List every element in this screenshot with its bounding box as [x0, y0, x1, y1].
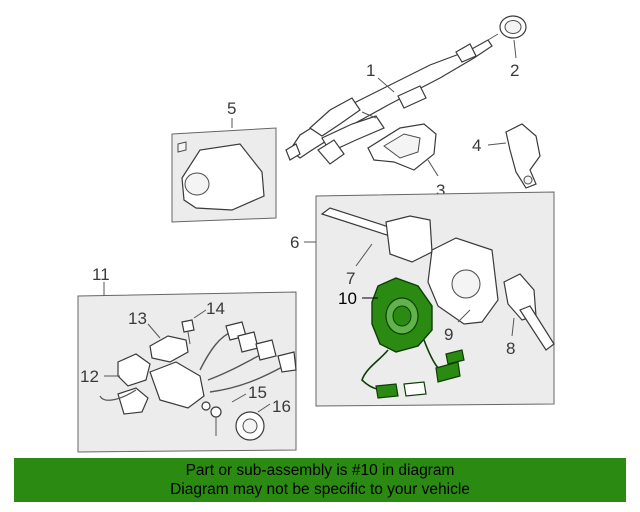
leader-7 — [355, 243, 373, 267]
banner-line-1: Part or sub-assembly is #10 in diagram — [185, 462, 455, 479]
leader-9 — [457, 309, 471, 323]
leader-1 — [377, 77, 395, 93]
callout-4: 4 — [472, 136, 481, 155]
leader-2 — [513, 39, 517, 59]
callout-12: 12 — [80, 367, 99, 386]
banner-line-2: Diagram may not be specific to your vehi… — [170, 481, 470, 498]
callout-16: 16 — [272, 397, 291, 416]
callout-8: 8 — [506, 339, 515, 358]
clock-spring-part-highlighted[interactable] — [361, 277, 465, 399]
key-part-15[interactable] — [201, 401, 222, 436]
column-cover-box[interactable] — [171, 127, 277, 223]
leader-13 — [147, 323, 161, 339]
leader-4 — [487, 142, 507, 146]
wiper-switch-part[interactable] — [320, 207, 433, 263]
callout-5: 5 — [227, 99, 236, 118]
part-info-banner: Part or sub-assembly is #10 in diagram D… — [14, 458, 626, 502]
leader-3 — [427, 159, 439, 177]
leader-8 — [511, 317, 515, 337]
callout-9: 9 — [444, 325, 453, 344]
callout-15: 15 — [248, 383, 267, 402]
leader-15 — [231, 393, 247, 403]
switch-body-part[interactable] — [427, 237, 499, 325]
switch-assembly-part-4[interactable] — [505, 123, 541, 189]
bolt-part-14[interactable] — [181, 319, 195, 345]
callout-6: 6 — [290, 233, 299, 252]
callout-7: 7 — [346, 269, 355, 288]
callout-14: 14 — [206, 299, 225, 318]
bracket-part-13[interactable] — [149, 335, 189, 363]
callout-2: 2 — [510, 61, 519, 80]
ignition-switch-part-12[interactable] — [99, 321, 297, 415]
seal-ring-part[interactable] — [499, 15, 527, 39]
lock-cylinder-part-16[interactable] — [235, 411, 265, 441]
callout-13: 13 — [128, 309, 147, 328]
column-cover-part[interactable] — [367, 123, 437, 171]
leader-16 — [257, 403, 271, 413]
callout-10: 10 — [338, 289, 357, 308]
callout-3: 3 — [436, 181, 445, 200]
callout-1: 1 — [366, 61, 375, 80]
parts-diagram: 1 2 3 4 5 6 7 9 — [77, 15, 555, 453]
leader-14 — [193, 309, 207, 319]
steering-column-part[interactable] — [285, 33, 499, 165]
turn-signal-switch-part[interactable] — [503, 273, 555, 351]
callout-11: 11 — [92, 265, 110, 284]
